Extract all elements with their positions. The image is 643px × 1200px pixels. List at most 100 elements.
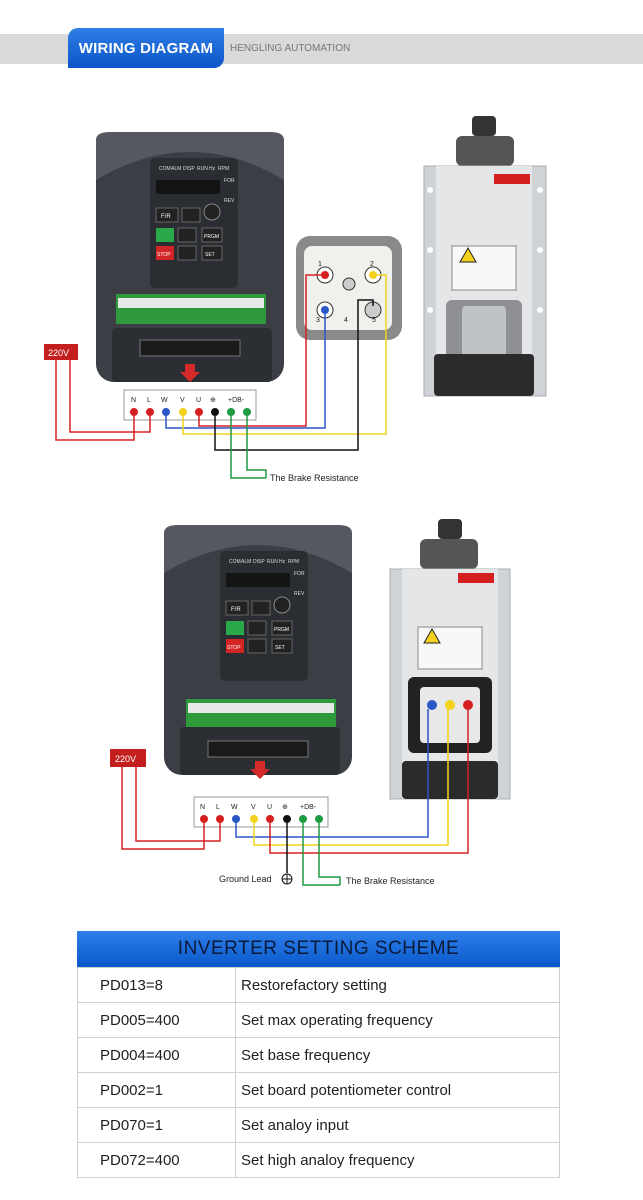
display-label-hz: Hz xyxy=(209,166,216,172)
brake-resistance-label-2: The Brake Resistance xyxy=(346,876,435,886)
terminal-w: W xyxy=(161,397,168,404)
svg-text:PRGM: PRGM xyxy=(204,234,219,240)
display-label-alm: ALM xyxy=(171,166,181,172)
pin-4: 4 xyxy=(344,317,348,324)
svg-text:RPM: RPM xyxy=(288,559,299,565)
spindle-motor-1 xyxy=(423,116,547,397)
ground-lead-label: Ground Lead xyxy=(219,874,272,884)
wiring-diagram-2: COM ALM DISP RUN Hz RPM FOR REV F/R PRGM… xyxy=(0,515,643,900)
svg-text:L: L xyxy=(216,804,220,811)
voltage-badge-2 xyxy=(110,749,146,767)
voltage-label-1: 220V xyxy=(48,348,69,358)
spindle-motor-2 xyxy=(389,519,511,800)
parameter-description: Restorefactory setting xyxy=(235,967,560,1003)
parameter-description: Set high analoy frequency xyxy=(235,1142,560,1178)
svg-text:SET: SET xyxy=(275,645,285,651)
voltage-label-2: 220V xyxy=(115,754,136,764)
header-tab: WIRING DIAGRAM xyxy=(68,28,224,68)
run-key xyxy=(156,228,174,242)
svg-text:RUN: RUN xyxy=(267,559,278,565)
terminal-strip-1: N L W V U ⊕ +DB- xyxy=(123,389,257,421)
wiring-diagram-1-svg: COM ALM DISP RUN Hz RPM FOR REV F/R PRGM… xyxy=(44,116,547,483)
svg-text:SET: SET xyxy=(205,252,215,258)
parameter-description: Set base frequency xyxy=(235,1037,560,1073)
display-label-disp: DISP xyxy=(183,166,195,172)
parameter-description: Set board potentiometer control xyxy=(235,1072,560,1108)
terminal-u: U xyxy=(196,397,201,404)
inverter-2: COM ALM DISP RUN Hz RPM FOR REV F/R PRGM… xyxy=(164,525,352,779)
svg-text:FOR: FOR xyxy=(294,571,305,577)
display-label-rpm: RPM xyxy=(218,166,229,172)
inverter-display xyxy=(156,180,220,194)
run-key-2 xyxy=(226,621,244,635)
rotation-arrow-icon-2 xyxy=(458,573,494,583)
potentiometer-knob-2 xyxy=(273,596,291,614)
stop-key-2 xyxy=(226,639,244,653)
header-subtitle: HENGLING AUTOMATION xyxy=(230,43,351,54)
inverter-1: COM ALM DISP RUN Hz RPM FOR REV F/R PRGM… xyxy=(96,132,284,382)
svg-text:PRGM: PRGM xyxy=(274,627,289,633)
terminal-n: N xyxy=(131,397,136,404)
stop-key xyxy=(156,246,174,260)
brake-resistance-label-1: The Brake Resistance xyxy=(270,473,359,483)
pin-1: 1 xyxy=(318,261,322,268)
forward-key xyxy=(181,207,201,223)
parameter-code: PD004=400 xyxy=(77,1037,236,1073)
terminal-db: +DB- xyxy=(228,397,245,404)
wiring-diagram-1: COM ALM DISP RUN Hz RPM FOR REV F/R PRGM… xyxy=(0,100,643,500)
down-arrow-icon xyxy=(180,364,200,382)
svg-text:Hz: Hz xyxy=(279,559,286,565)
rotation-arrow-icon xyxy=(494,174,530,184)
pin-3: 3 xyxy=(316,317,320,324)
motor-nameplate xyxy=(451,245,517,291)
voltage-badge-1 xyxy=(44,344,78,360)
svg-text:W: W xyxy=(231,804,238,811)
svg-text:V: V xyxy=(251,804,256,811)
parameter-description: Set max operating frequency xyxy=(235,1002,560,1038)
svg-text:ALM: ALM xyxy=(241,559,251,565)
wiring-diagram-2-svg: COM ALM DISP RUN Hz RPM FOR REV F/R PRGM… xyxy=(110,519,511,886)
fr-key xyxy=(155,207,179,223)
parameter-code: PD002=1 xyxy=(77,1072,236,1108)
parameter-description: Set analoy input xyxy=(235,1107,560,1143)
svg-text:REV: REV xyxy=(294,591,305,597)
display-label-com: COM xyxy=(159,166,171,172)
terminal-l: L xyxy=(147,397,151,404)
parameter-code: PD070=1 xyxy=(77,1107,236,1143)
rev-label: REV xyxy=(224,198,235,204)
terminal-ground: ⊕ xyxy=(210,397,216,404)
potentiometer-knob xyxy=(203,203,221,221)
motor-nameplate-2 xyxy=(417,626,483,670)
svg-text:STOP: STOP xyxy=(157,252,171,258)
svg-text:F/R: F/R xyxy=(161,214,171,220)
svg-text:COM: COM xyxy=(229,559,241,565)
connector-plug-1: 1 2 3 4 5 xyxy=(296,236,402,340)
terminal-strip-2: N L W V U ⊕ +DB- xyxy=(193,796,329,828)
prgm-key xyxy=(201,227,223,243)
svg-text:+DB-: +DB- xyxy=(300,804,317,811)
down-arrow-icon-2 xyxy=(250,761,270,779)
svg-text:N: N xyxy=(200,804,205,811)
for-label: FOR xyxy=(224,178,235,184)
parameter-code: PD072=400 xyxy=(77,1142,236,1178)
power-terminal-block xyxy=(139,339,241,357)
pin-2: 2 xyxy=(370,261,374,268)
pin-5: 5 xyxy=(372,317,376,324)
parameter-code: PD005=400 xyxy=(77,1002,236,1038)
warning-icon-2 xyxy=(423,627,441,644)
svg-text:DISP: DISP xyxy=(253,559,265,565)
set-key xyxy=(201,245,223,261)
up-key xyxy=(177,227,197,243)
svg-text:F/R: F/R xyxy=(231,607,241,613)
display-label-run: RUN xyxy=(197,166,208,172)
parameter-code: PD013=8 xyxy=(77,967,236,1003)
scheme-title: INVERTER SETTING SCHEME xyxy=(77,931,560,967)
down-key xyxy=(177,245,197,261)
warning-icon xyxy=(459,246,477,263)
